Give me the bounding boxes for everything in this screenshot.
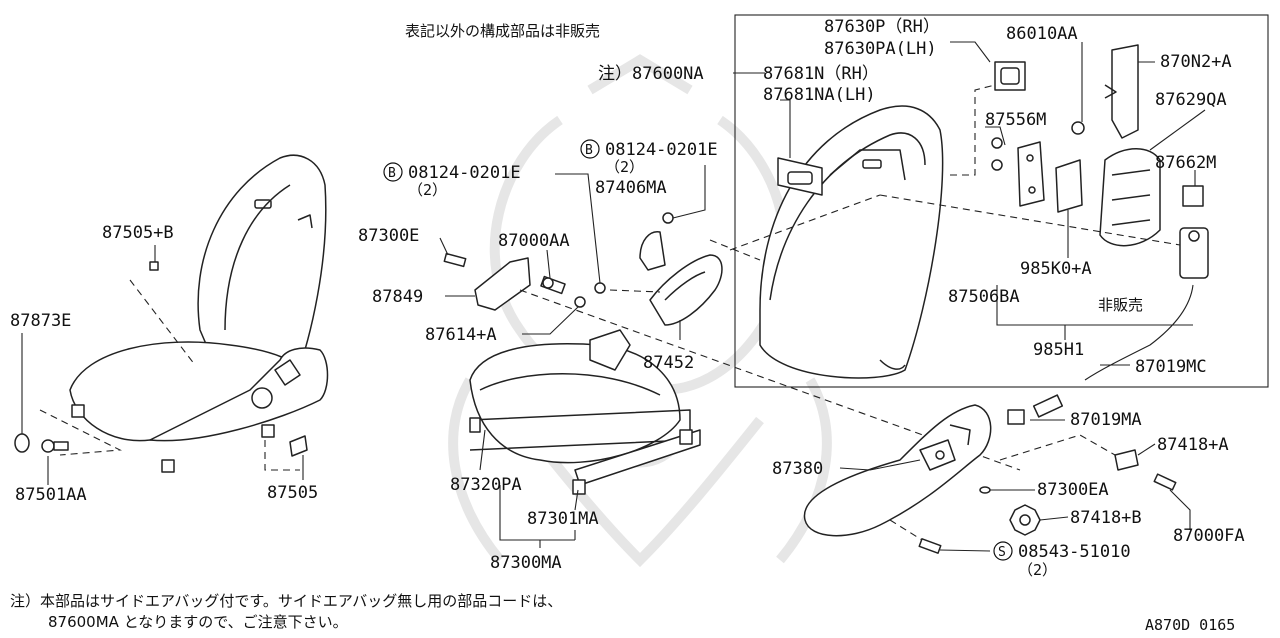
recliner-knob [1009, 504, 1041, 536]
bolt-mark-s-text: S [998, 545, 1006, 560]
assembly-line-3 [950, 84, 996, 176]
label-985H1: 985H1 [1033, 340, 1084, 360]
assembly-line-11 [264, 440, 300, 471]
clip-87300EA [979, 486, 991, 494]
airbag-module [1099, 148, 1161, 247]
seatback-hinge-bracket [649, 254, 723, 326]
seatback-pad [639, 231, 666, 271]
side-shield [803, 404, 992, 537]
label-87000AA: 87000AA [498, 231, 570, 251]
shoulder-bolt [443, 252, 467, 268]
bolts-right [991, 121, 1085, 171]
label-87505B: 87505+B [102, 223, 174, 243]
label-87873E: 87873E [10, 311, 71, 331]
header-note: 表記以外の構成部品は非販売 [405, 22, 600, 40]
bolt-mark-b-1-text: B [388, 166, 396, 181]
label-87556M: 87556M [985, 110, 1046, 130]
label-87501AA: 87501AA [15, 485, 87, 505]
label-87019MA: 87019MA [1070, 410, 1142, 430]
label-87630PA: 87630PA(LH) [824, 39, 937, 59]
harness-connector [1007, 394, 1064, 425]
bolt-08124-a [594, 282, 606, 294]
label-87614A: 87614+A [425, 325, 497, 345]
airbag-harness [1084, 284, 1194, 381]
recliner-cover [474, 257, 531, 311]
clip-87505 [289, 435, 308, 457]
label-87300MA: 87300MA [490, 553, 562, 573]
label-87320PA: 87320PA [450, 475, 522, 495]
label-87452: 87452 [643, 353, 694, 373]
label-87418B: 87418+B [1070, 508, 1142, 528]
washer-87614 [574, 296, 586, 308]
label-87019MC: 87019MC [1135, 357, 1207, 377]
airbag-inflator [1179, 227, 1209, 279]
assembly-line-6 [709, 239, 761, 261]
footnote-line-2: 87600MA となりますので、ご注意下さい。 [48, 613, 348, 631]
seatback [759, 105, 944, 379]
assembly-line-2 [729, 194, 881, 251]
cap-87873E [14, 433, 30, 453]
assembly-line-9 [129, 279, 196, 366]
assembly-line-1 [879, 194, 1181, 246]
label-87681NA: 87681NA(LH) [763, 85, 876, 105]
label-87629QA: 87629QA [1155, 90, 1227, 110]
assembly-line-7 [999, 434, 1116, 461]
diagram-code: A870D 0165 [1145, 616, 1235, 634]
label-87681N: 87681N（RH） [763, 64, 879, 84]
label-08124-a: 08124-0201E [408, 163, 521, 183]
label-87000FA: 87000FA [1173, 526, 1245, 546]
lever-knob [1114, 449, 1139, 471]
label-08543-qty: （2） [1018, 561, 1057, 579]
assembly-line-10 [39, 409, 123, 456]
complete-seat [69, 154, 329, 473]
sensor-connector [1182, 185, 1204, 207]
bolt-mark-b-2-text: B [585, 143, 593, 158]
label-86010AA: 86010AA [1006, 24, 1078, 44]
label-87300E: 87300E [358, 226, 419, 246]
leader-lines [21, 41, 1206, 552]
label-985K0: 985K0+A [1020, 259, 1092, 279]
airbag-bracket [1017, 141, 1083, 213]
label-870N2: 870N2+A [1160, 52, 1232, 72]
bolt-87501AA [41, 439, 69, 453]
label-87506BA: 87506BA [948, 287, 1020, 307]
bolt-mark-s [993, 541, 1013, 561]
label-87406MA: 87406MA [595, 178, 667, 198]
label-87849: 87849 [372, 287, 423, 307]
screw-08543 [918, 538, 942, 554]
label-08543: 08543-51010 [1018, 542, 1131, 562]
pivot-bolt [540, 275, 566, 295]
label-87630P: 87630P（RH） [824, 17, 940, 37]
seatback-tag [777, 157, 823, 196]
bolt-08124-b [662, 212, 674, 224]
side-airbag-cover [1104, 44, 1139, 139]
assembly-line-5 [609, 289, 661, 293]
label-08124-a-qty: （2） [408, 181, 447, 199]
seatback-assembly-box [734, 14, 1269, 388]
assembly-line-4 [519, 289, 1021, 471]
bolt-mark-b-2 [580, 139, 600, 159]
label-08124-b: 08124-0201E [605, 140, 718, 160]
screw-87000FA [1153, 473, 1177, 491]
bolt-mark-b-1 [383, 162, 403, 182]
label-87300EA: 87300EA [1037, 480, 1109, 500]
seat-cushion-frame [469, 329, 701, 495]
label-87505: 87505 [267, 483, 318, 503]
label-87662M: 87662M [1155, 153, 1216, 173]
headrest-bezel [994, 61, 1026, 91]
label-87380: 87380 [772, 459, 823, 479]
label-assembly: 注）87600NA [598, 64, 704, 84]
label-08124-b-qty: （2） [605, 158, 644, 176]
label-87418A: 87418+A [1157, 435, 1229, 455]
footnote-line-1: 注）本部品はサイドエアバッグ付です。サイドエアバッグ無し用の部品コードは、 [10, 592, 562, 610]
label-87301MA: 87301MA [527, 509, 599, 529]
label-not-sold: 非販売 [1098, 296, 1143, 314]
